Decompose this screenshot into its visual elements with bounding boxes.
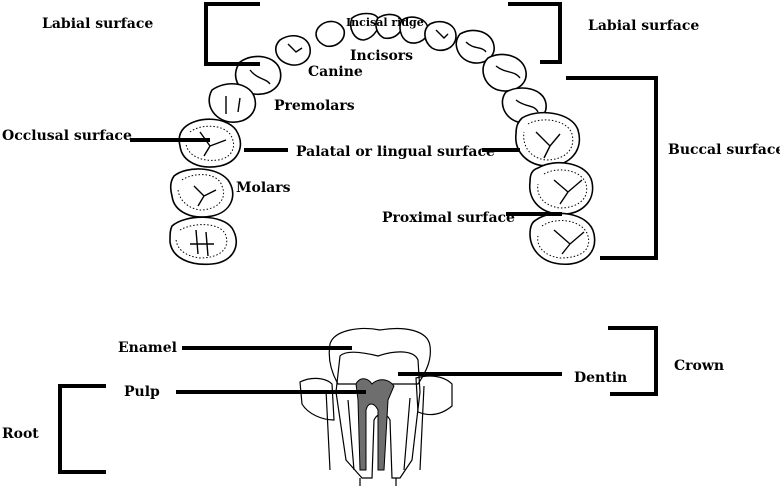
bracket-labial-left (204, 2, 260, 66)
label-proximal-surface: Proximal surface (382, 210, 515, 226)
tooth-incisor-right-lateral (399, 16, 429, 44)
label-pulp: Pulp (124, 384, 160, 400)
tooth-incisor-right-central (375, 13, 404, 40)
tooth-canine-right (424, 20, 457, 52)
enamel-layer (328, 327, 431, 385)
bone-left (299, 377, 335, 421)
label-labial-surface-right: Labial surface (588, 18, 699, 34)
tooth-premolar-right-1 (482, 53, 527, 92)
label-root: Root (2, 426, 39, 442)
bracket-crown (608, 326, 658, 396)
label-palatal-surface: Palatal or lingual surface (296, 144, 495, 160)
label-dentin: Dentin (574, 370, 627, 386)
label-occlusal-surface: Occlusal surface (2, 128, 132, 144)
label-incisors: Incisors (350, 48, 413, 64)
dentin-layer (335, 351, 421, 479)
tooth-molar-left-1 (178, 118, 242, 168)
tooth-premolar-left-3 (208, 83, 257, 123)
label-incisal-ridge: Incisal ridge (346, 16, 424, 29)
tooth-incisor-left-central (349, 12, 380, 41)
label-buccal-surface: Buccal surface (668, 142, 780, 158)
label-labial-surface-left: Labial surface (42, 16, 153, 32)
dental-arch (169, 12, 596, 266)
pulp-chamber (355, 378, 395, 471)
bracket-buccal (566, 76, 658, 260)
tooth-canine-left (275, 35, 311, 66)
bracket-labial-right (508, 2, 562, 64)
label-canine: Canine (308, 64, 363, 80)
label-enamel: Enamel (118, 340, 177, 356)
label-premolars: Premolars (274, 98, 355, 114)
bone-right (415, 375, 453, 416)
tooth-molar-right-3 (529, 212, 596, 265)
tooth-molar-right-2 (529, 161, 594, 215)
label-molars: Molars (236, 180, 291, 196)
tooth-molar-left-3 (169, 216, 237, 266)
tooth-cross-section (299, 327, 453, 486)
tooth-molar-right-1 (515, 111, 581, 167)
tooth-incisor-left-lateral (315, 20, 346, 48)
bracket-root (58, 384, 106, 474)
label-crown: Crown (674, 358, 724, 374)
